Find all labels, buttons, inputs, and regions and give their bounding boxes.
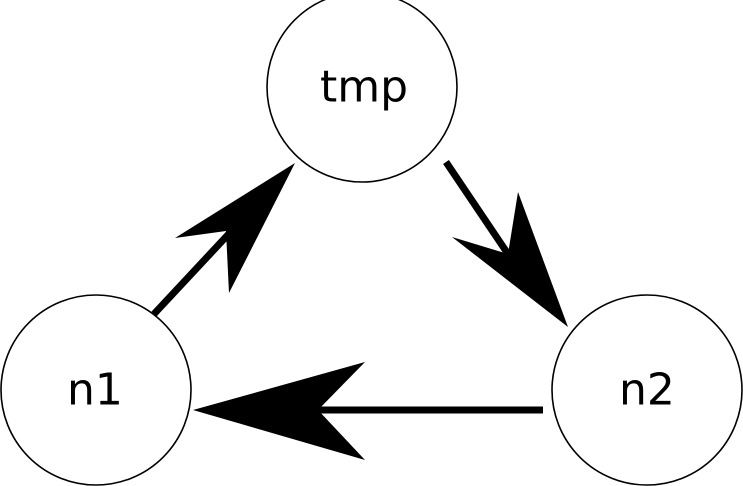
node-tmp: tmp	[266, 0, 458, 183]
edge-n1-to-tmp-arrowhead	[175, 163, 295, 293]
node-n1-circle	[0, 294, 192, 486]
edge-tmp-to-n2-shaft	[443, 160, 511, 256]
node-n1-label: n1	[67, 365, 123, 416]
node-n2-label: n2	[619, 365, 675, 416]
edge-n1-to-tmp-shaft	[151, 221, 241, 317]
node-tmp-circle	[266, 0, 458, 183]
node-n2: n2	[551, 294, 743, 486]
edge-n2-to-n1	[193, 362, 543, 460]
edge-tmp-to-n2-arrowhead	[452, 192, 568, 327]
node-tmp-label: tmp	[320, 62, 408, 113]
edge-n1-to-tmp	[151, 163, 295, 317]
edge-n2-to-n1-arrowhead	[193, 362, 365, 460]
node-n1: n1	[0, 294, 192, 486]
edge-tmp-to-n2	[443, 160, 568, 327]
node-n2-circle	[551, 294, 743, 486]
